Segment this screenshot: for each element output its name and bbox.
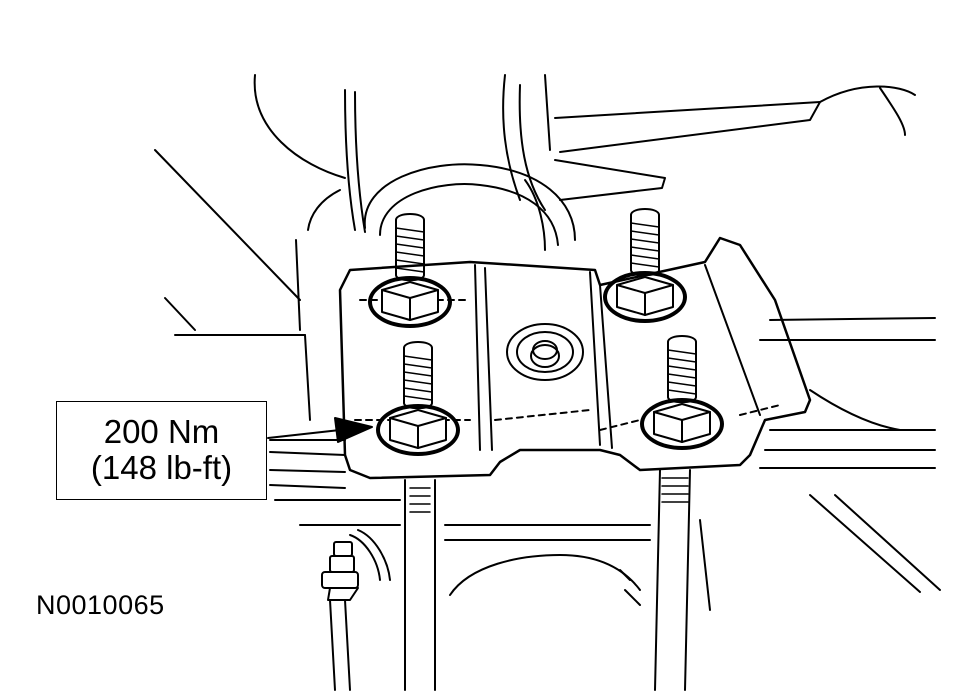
nut-stud-top-left <box>368 213 452 328</box>
torque-metric-label: 200 Nm <box>103 413 220 450</box>
torque-imperial-label: (148 lb-ft) <box>90 449 233 486</box>
torque-callout: 200 Nm (148 lb-ft) <box>56 401 267 500</box>
leader-arrow <box>267 417 373 443</box>
nut-stud-bottom-left <box>376 341 460 456</box>
lower-studs <box>404 469 691 691</box>
background-structure <box>154 74 941 611</box>
nut-stud-top-right <box>603 208 687 323</box>
brake-line-fitting <box>321 529 391 691</box>
figure-id-label: N0010065 <box>36 590 165 620</box>
nut-stud-bottom-right <box>640 335 724 450</box>
